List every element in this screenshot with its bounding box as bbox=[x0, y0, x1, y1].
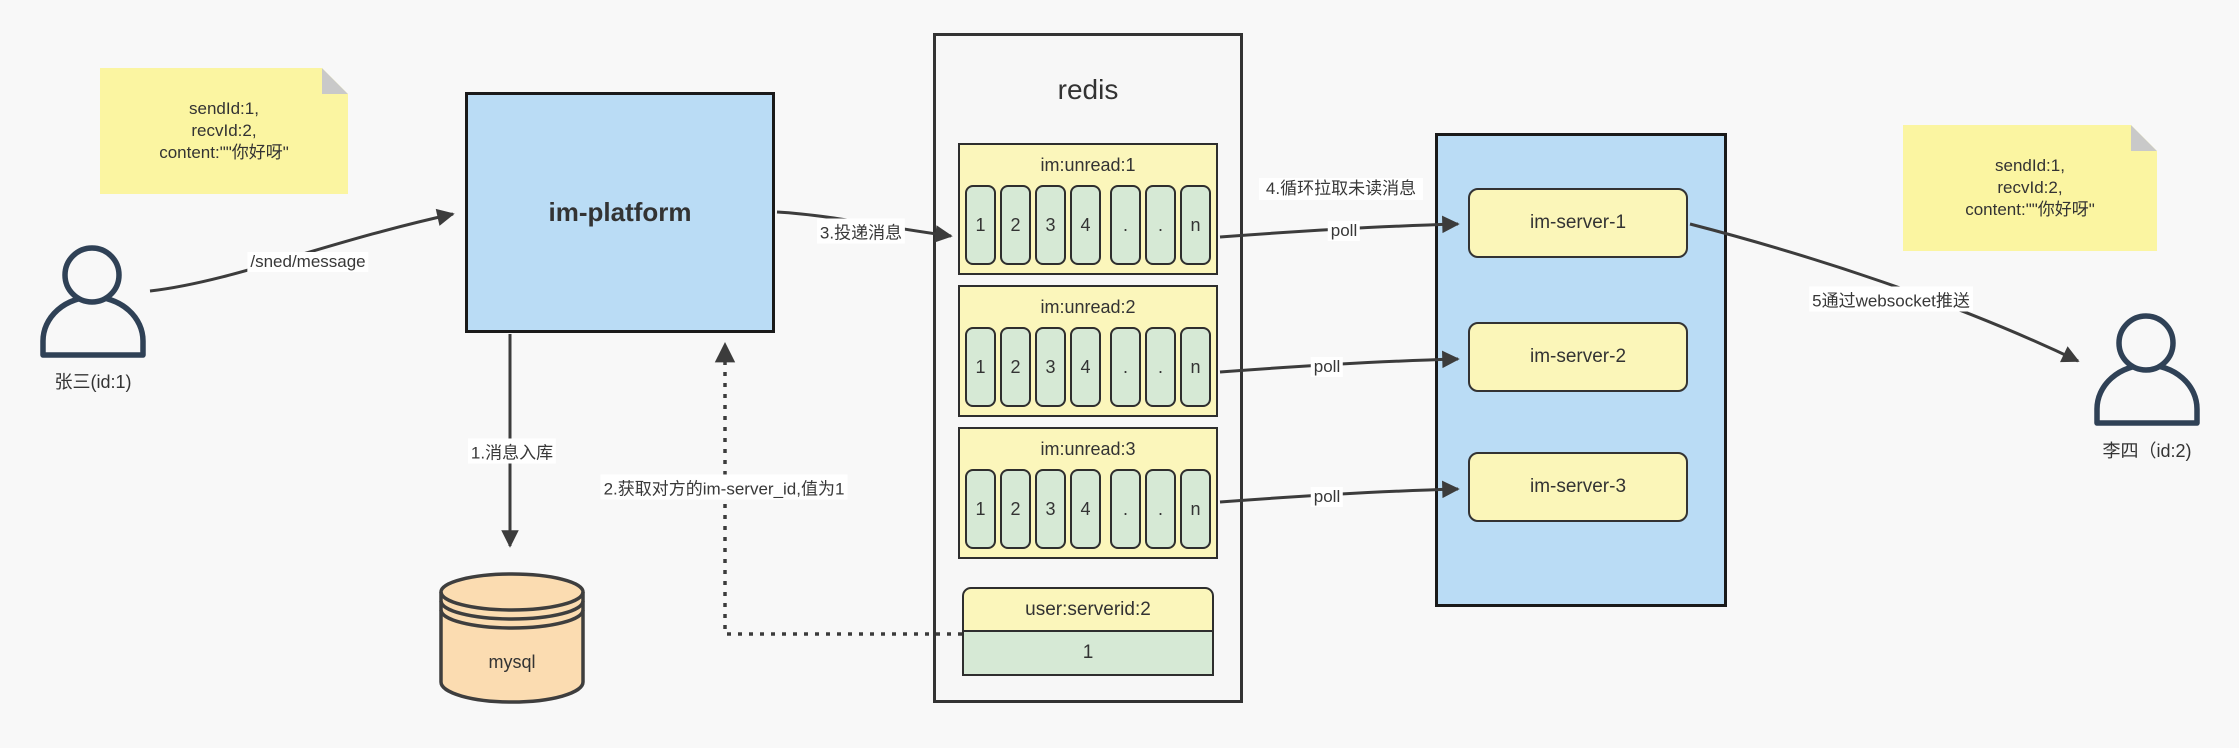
queue-cells: 1 2 3 4 . . n bbox=[960, 185, 1216, 265]
queue-header: im:unread:2 bbox=[1040, 296, 1136, 317]
queue-header: im:unread:1 bbox=[1040, 154, 1136, 175]
edge-label-step5: 5通过websocket推送 bbox=[1809, 286, 1973, 312]
edge-label-step4: 4.循环拉取未读消息 bbox=[1259, 177, 1423, 201]
edge-label-poll-3: poll bbox=[1310, 487, 1344, 507]
edge-label-poll-1: poll bbox=[1327, 221, 1361, 241]
queue-cell: 3 bbox=[1035, 327, 1066, 407]
person-icon-sender bbox=[40, 245, 146, 358]
im-server-3-node: im-server-3 bbox=[1468, 452, 1688, 522]
im-platform-node: im-platform bbox=[465, 92, 775, 333]
queue-cell: 3 bbox=[1035, 185, 1066, 265]
queue-cell: . bbox=[1110, 185, 1141, 265]
receiver-label: 李四（id:2) bbox=[2102, 441, 2192, 461]
person-icon-receiver bbox=[2094, 313, 2200, 426]
user-serverid-node: user:serverid:2 1 bbox=[962, 587, 1214, 676]
edge-label-send-path: /sned/message bbox=[247, 252, 369, 272]
queue-header: im:unread:3 bbox=[1040, 438, 1136, 459]
queue-cell: 2 bbox=[1000, 327, 1031, 407]
note-line: sendId:1, bbox=[1995, 155, 2065, 175]
note-message-payload-left: sendId:1, recvId:2, content:""你好呀" bbox=[100, 68, 348, 194]
queue-cells: 1 2 3 4 . . n bbox=[960, 327, 1216, 407]
note-line: content:""你好呀" bbox=[1965, 200, 2095, 220]
im-platform-label: im-platform bbox=[548, 197, 692, 227]
queue-im-unread-3: im:unread:3 1 2 3 4 . . n bbox=[958, 427, 1218, 559]
queue-cells: 1 2 3 4 . . n bbox=[960, 469, 1216, 549]
queue-cell: . bbox=[1145, 469, 1176, 549]
mysql-label: mysql bbox=[488, 652, 536, 672]
queue-cell: 1 bbox=[965, 327, 996, 407]
note-line: recvId:2, bbox=[191, 120, 257, 140]
queue-cell: . bbox=[1110, 327, 1141, 407]
note-line: content:""你好呀" bbox=[159, 143, 289, 163]
note-line: recvId:2, bbox=[1997, 177, 2063, 197]
queue-cell: 4 bbox=[1070, 327, 1101, 407]
queue-cell: 1 bbox=[965, 469, 996, 549]
queue-cell: 2 bbox=[1000, 469, 1031, 549]
note-line: sendId:1, bbox=[189, 98, 259, 118]
sender-label: 张三(id:1) bbox=[54, 372, 132, 392]
queue-im-unread-1: im:unread:1 1 2 3 4 . . n bbox=[958, 143, 1218, 275]
queue-cell: . bbox=[1145, 185, 1176, 265]
queue-cell: 2 bbox=[1000, 185, 1031, 265]
im-server-label: im-server-3 bbox=[1529, 476, 1627, 497]
queue-cell: n bbox=[1180, 469, 1211, 549]
queue-cell: n bbox=[1180, 327, 1211, 407]
edge-label-step2: 2.获取对方的im-server_id,值为1 bbox=[600, 474, 848, 500]
note-fold-icon bbox=[322, 68, 348, 94]
user-serverid-value: 1 bbox=[962, 632, 1214, 676]
note-message-payload-right: sendId:1, recvId:2, content:""你好呀" bbox=[1903, 125, 2157, 251]
redis-title: redis bbox=[1057, 74, 1119, 105]
queue-cell: 4 bbox=[1070, 185, 1101, 265]
queue-im-unread-2: im:unread:2 1 2 3 4 . . n bbox=[958, 285, 1218, 417]
queue-cell: . bbox=[1145, 327, 1176, 407]
im-server-2-node: im-server-2 bbox=[1468, 322, 1688, 392]
queue-cell: 4 bbox=[1070, 469, 1101, 549]
queue-cell: 1 bbox=[965, 185, 996, 265]
edge-label-step1: 1.消息入库 bbox=[467, 438, 557, 464]
edge-label-step3: 3.投递消息 bbox=[816, 218, 906, 244]
im-server-label: im-server-1 bbox=[1529, 212, 1627, 233]
user-serverid-key: user:serverid:2 bbox=[962, 587, 1214, 632]
queue-cell: 3 bbox=[1035, 469, 1066, 549]
edge-label-poll-2: poll bbox=[1310, 357, 1344, 377]
queue-cell: n bbox=[1180, 185, 1211, 265]
im-server-1-node: im-server-1 bbox=[1468, 188, 1688, 258]
im-server-label: im-server-2 bbox=[1529, 346, 1627, 367]
note-fold-icon bbox=[2131, 125, 2157, 151]
mysql-database-icon bbox=[439, 572, 585, 704]
queue-cell: . bbox=[1110, 469, 1141, 549]
